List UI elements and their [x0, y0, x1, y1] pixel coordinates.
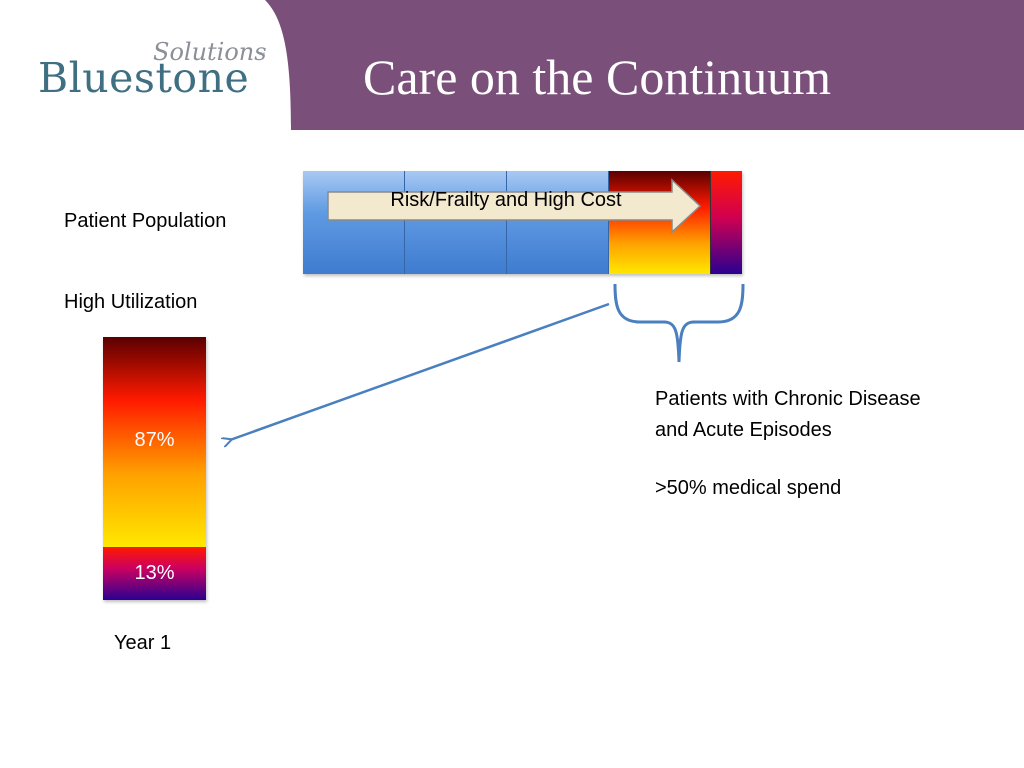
chronic-description-line-1: Patients with Chronic Disease: [655, 388, 921, 410]
population-segment-low-1: [303, 171, 405, 274]
population-bar: [303, 171, 742, 274]
utilization-segment-bottom: [103, 547, 206, 600]
risk-arrow: Risk/Frailty and High Cost: [326, 178, 702, 234]
medical-spend-label: >50% medical spend: [655, 477, 842, 499]
utilization-top-percent: 87%: [134, 429, 175, 451]
population-segment-low-2: [405, 171, 507, 274]
right-arrow-icon: [327, 178, 702, 234]
chronic-description: Patients with Chronic Disease and Acute …: [655, 384, 995, 446]
patient-population-label: Patient Population: [64, 210, 227, 232]
logo-brand: Bluestone: [38, 54, 250, 102]
population-segment-low-3: [507, 171, 609, 274]
logo-trademark: ™: [258, 52, 265, 59]
page-title: Care on the Continuum: [363, 49, 831, 105]
chronic-description-line-2: and Acute Episodes: [655, 419, 832, 441]
population-segment-acute: [711, 171, 742, 274]
utilization-segment-top: [103, 337, 206, 547]
pointer-arrow-icon: [230, 302, 610, 440]
year-label: Year 1: [114, 632, 172, 654]
high-utilization-label: High Utilization: [64, 291, 198, 313]
population-segment-chronic: [609, 171, 711, 274]
utilization-bottom-percent: 13%: [134, 562, 175, 584]
risk-arrow-label: Risk/Frailty and High Cost: [390, 189, 622, 211]
brace-icon: [613, 283, 745, 363]
logo-tagline: Solutions: [153, 38, 267, 66]
header-band: [265, 0, 1024, 130]
utilization-bar: 87% 13%: [103, 337, 206, 600]
